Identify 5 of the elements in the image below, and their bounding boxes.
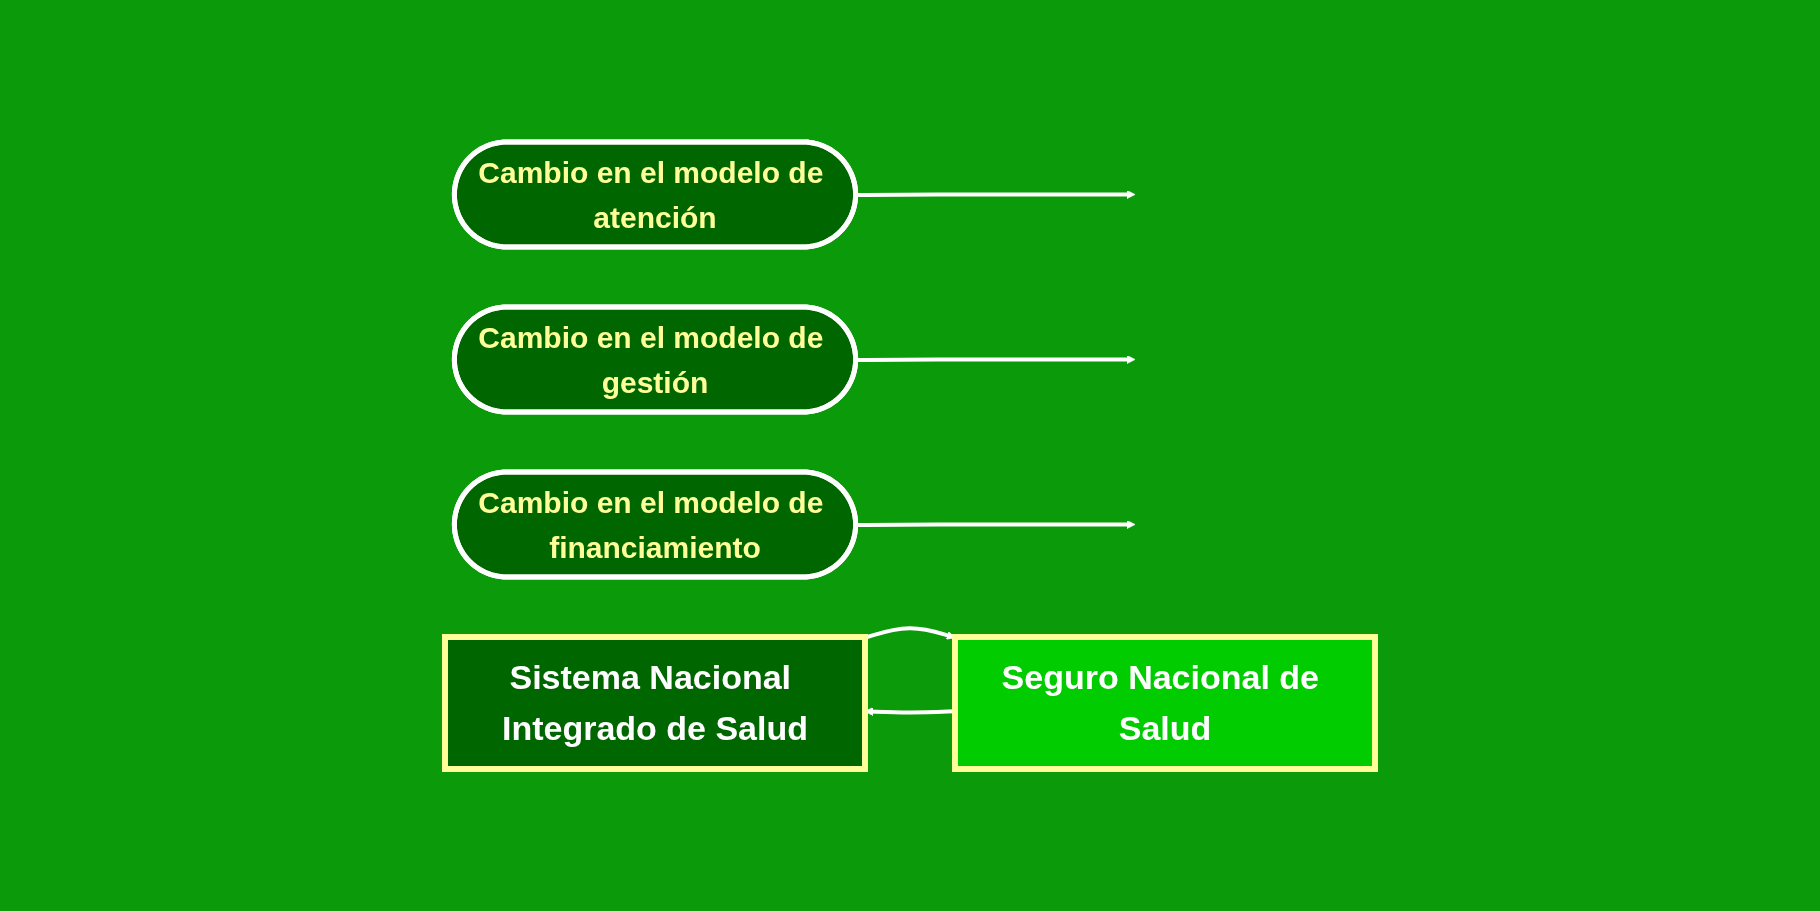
node-box: Sistema Nacional Integrado de Salud xyxy=(442,634,868,772)
node-box: Seguro Nacional de Salud xyxy=(952,634,1378,772)
arrow xyxy=(856,520,1136,529)
arrow xyxy=(856,355,1136,364)
arrow xyxy=(856,190,1136,199)
